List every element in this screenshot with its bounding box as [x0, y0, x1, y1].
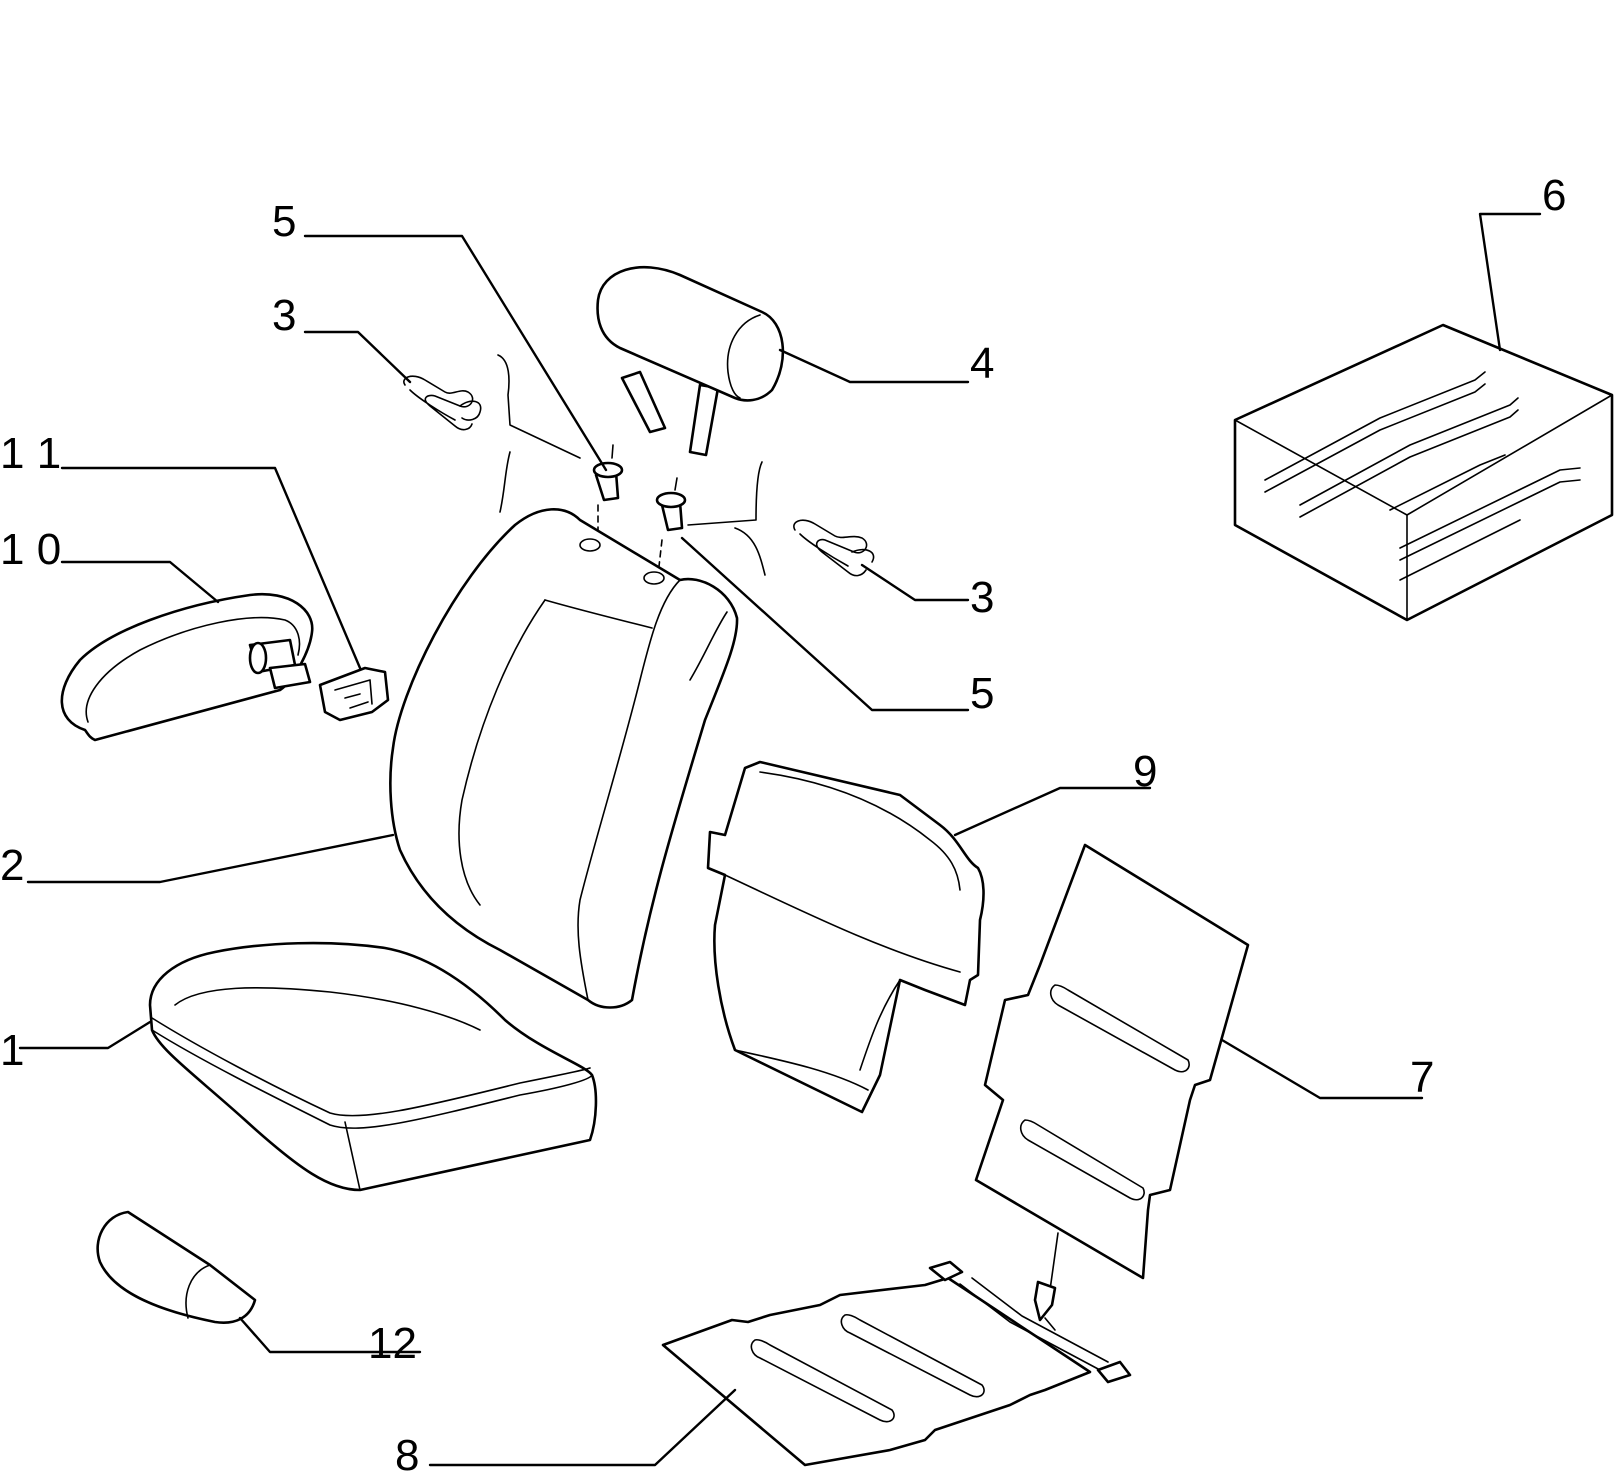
part-4-headrest: [596, 266, 785, 457]
callout-10: 1 0: [0, 525, 61, 574]
part-10-armrest: [60, 592, 314, 742]
callout-1: 1: [0, 1026, 24, 1075]
part-8-seat-heating-mat: [661, 1260, 1132, 1467]
part-9-backrest-pad: [706, 760, 985, 1114]
callout-8: 8: [395, 1431, 419, 1475]
callout-3-left: 3: [272, 291, 296, 340]
callout-2: 2: [0, 841, 24, 890]
callout-11: 1 1: [0, 429, 61, 478]
leader-lines: [18, 212, 1542, 1467]
part-5-guide-bush-left: [592, 444, 624, 539]
callout-3-right: 3: [970, 573, 994, 622]
part-12-roll-cover: [96, 1210, 257, 1324]
callout-9: 9: [1133, 747, 1157, 796]
callout-12: 12: [368, 1319, 417, 1368]
part-11-bracket: [318, 666, 390, 722]
part-7-back-heating-mat: [974, 843, 1250, 1322]
callout-5-bottom: 5: [970, 669, 994, 718]
callout-6: 6: [1542, 171, 1566, 220]
callout-7: 7: [1410, 1053, 1434, 1102]
part-2-backrest: [389, 508, 739, 1009]
part-1-seat-cushion: [148, 941, 598, 1192]
callout-5-top: 5: [272, 197, 296, 246]
callout-4: 4: [970, 339, 994, 388]
part-5-guide-bush-right: [655, 477, 687, 576]
part-3-spring-clip-left: [403, 375, 482, 431]
part-6-heater-box: [1233, 323, 1614, 622]
part-3-spring-clip-right: [793, 519, 875, 577]
